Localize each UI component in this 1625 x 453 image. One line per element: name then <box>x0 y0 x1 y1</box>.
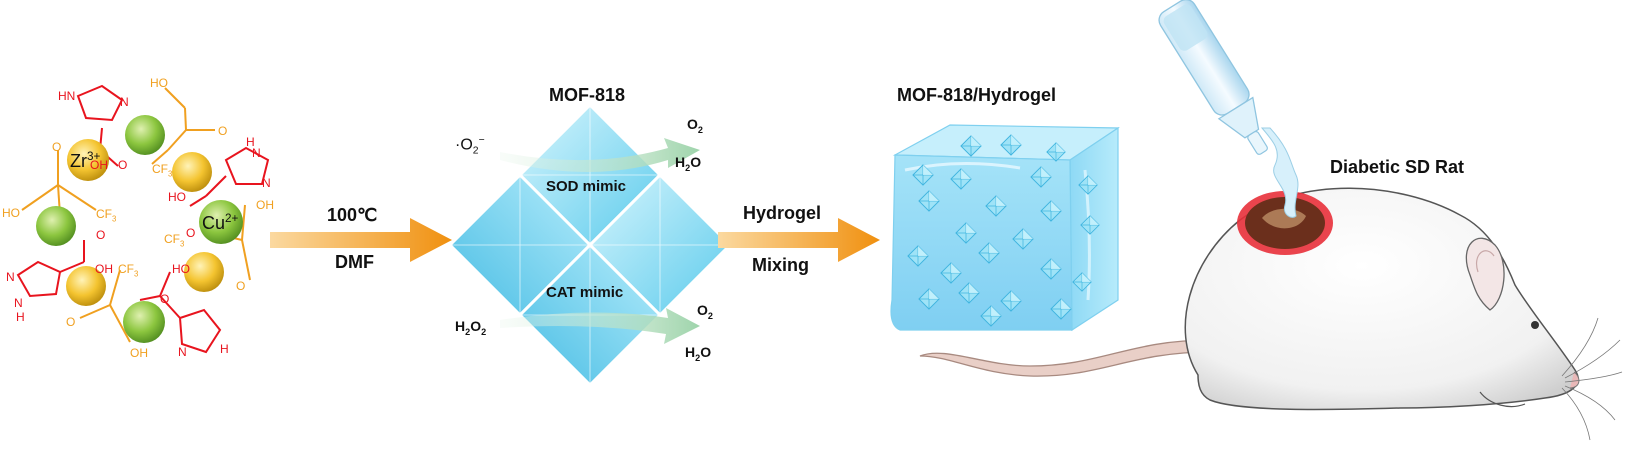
cf3-label: CF3 <box>164 232 185 249</box>
rat-nose <box>1569 371 1580 389</box>
pyrazole-ring-bottom-center <box>139 271 222 354</box>
rat-tail <box>919 339 1211 377</box>
o-label: O <box>66 315 76 329</box>
o-label: O <box>118 158 128 172</box>
o-label: O <box>186 226 196 240</box>
step1-temperature-label: 100℃ <box>327 205 378 225</box>
o2-product-label: O2 <box>697 302 713 321</box>
zr-label: Zr3+ <box>70 150 101 171</box>
hydrogel-title: MOF-818/Hydrogel <box>897 85 1057 105</box>
oh-label: OH <box>256 198 274 212</box>
o-label: O <box>236 279 246 293</box>
cf3-label: CF3 <box>152 162 173 179</box>
cf3-label: CF3 <box>118 262 139 279</box>
oh-label: HO <box>168 190 186 204</box>
green-sphere <box>36 206 76 246</box>
green-sphere <box>125 115 165 155</box>
h2o-product-label: H2O <box>685 344 712 363</box>
drop-stream <box>1260 127 1299 218</box>
pyrazole-nh-label: H <box>220 342 229 356</box>
pyrazole-n-label: N <box>178 345 187 359</box>
mof-818-title: MOF-818 <box>549 85 626 105</box>
step2-hydrogel-label: Hydrogel <box>743 203 822 223</box>
pyrazole-n-label: N <box>120 95 129 109</box>
cf3-label: CF3 <box>96 207 117 224</box>
rat-whiskers <box>1561 317 1623 441</box>
o-label: O <box>52 140 62 154</box>
cu-sphere <box>199 200 243 244</box>
yellow-sphere <box>184 252 224 292</box>
step2-mixing-label: Mixing <box>752 255 809 275</box>
pyrazole-h-label: H <box>16 310 25 324</box>
pyrazole-ring-right <box>189 146 270 207</box>
yellow-sphere <box>66 266 106 306</box>
rat-illustration <box>919 187 1623 441</box>
o-label: O <box>96 228 106 242</box>
ho-label: HO <box>150 76 168 90</box>
rat-front-leg <box>1479 391 1526 408</box>
process-arrow-2 <box>718 218 880 262</box>
green-sphere <box>123 301 165 343</box>
cat-reaction-arrow <box>500 308 700 344</box>
oh-label: HO <box>172 262 190 276</box>
yellow-sphere <box>172 152 212 192</box>
metal-spheres <box>36 115 243 343</box>
ho-label: HO <box>2 206 20 220</box>
rat-eye <box>1531 321 1539 329</box>
sod-reaction-arrow <box>500 138 700 172</box>
pyrazole-nh-label: HN <box>58 89 76 103</box>
mof-818-crystal <box>447 102 733 388</box>
dropper <box>1158 0 1299 218</box>
oh-label: OH <box>95 262 113 276</box>
zr-sphere <box>67 139 109 181</box>
o2-product-label: O2 <box>687 116 703 135</box>
ligand-cluster <box>16 84 270 354</box>
rat-title: Diabetic SD Rat <box>1330 157 1465 177</box>
cu-label: Cu2+ <box>202 212 239 233</box>
o-label: O <box>218 124 228 138</box>
oh-label: OH <box>90 158 108 172</box>
o-label: O <box>160 292 170 306</box>
process-arrow-1 <box>270 218 452 262</box>
cat-mimic-label: CAT mimic <box>546 284 624 301</box>
pyrazole-n-label: N <box>6 270 15 284</box>
pyrazole-n-label: N <box>252 146 261 160</box>
pyrazole-nh-label: N <box>14 296 23 310</box>
pyrazole-h-label: H <box>246 135 255 149</box>
hydrogel-cube <box>890 124 1120 332</box>
sod-mimic-label: SOD mimic <box>546 178 627 195</box>
oh-label: OH <box>130 346 148 360</box>
pyrazole-n-label: N <box>262 176 271 190</box>
rat-ear <box>1465 237 1505 311</box>
h2o2-reactant-label: H2O2 <box>455 318 487 337</box>
step1-solvent-label: DMF <box>335 252 374 272</box>
pyrazole-ring-bottom-left <box>16 240 85 298</box>
h2o-product-label: H2O <box>675 154 702 173</box>
superoxide-label: ·O2− <box>455 135 485 157</box>
